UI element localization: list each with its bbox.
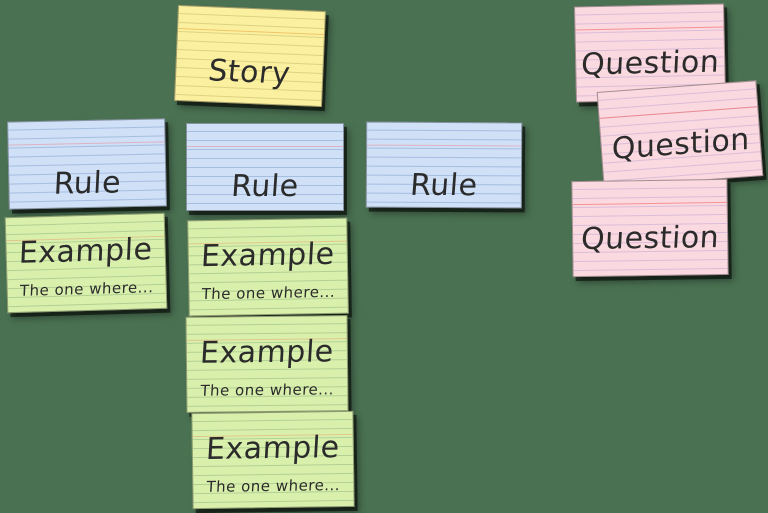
rule-card-1[interactable]: Rule	[7, 118, 167, 210]
example-card-2[interactable]: Example The one where...	[187, 217, 349, 317]
rule-card-1-title: Rule	[52, 165, 122, 202]
story-card-title: Story	[206, 53, 293, 92]
example-card-1[interactable]: Example The one where...	[4, 212, 168, 314]
header-rule-line	[572, 201, 727, 206]
example-card-2-title: Example	[200, 236, 336, 275]
question-card-1-title: Question	[580, 44, 721, 83]
rule-card-2[interactable]: Rule	[186, 123, 344, 211]
example-card-4-subtitle: The one where...	[205, 476, 341, 496]
example-card-1-title: Example	[18, 232, 154, 271]
header-rule-line	[8, 141, 165, 146]
header-rule-line	[178, 27, 324, 36]
example-card-2-subtitle: The one where...	[201, 282, 336, 304]
story-card[interactable]: Story	[174, 4, 326, 108]
header-rule-line	[599, 106, 758, 119]
rule-card-3[interactable]: Rule	[365, 121, 523, 209]
question-card-3[interactable]: Question	[571, 178, 729, 278]
example-card-4-title: Example	[205, 430, 341, 467]
rule-card-2-title: Rule	[230, 169, 300, 204]
example-card-3-subtitle: The one where...	[199, 380, 335, 400]
header-rule-line	[187, 146, 343, 147]
question-card-2[interactable]: Question	[596, 80, 764, 188]
question-card-3-title: Question	[580, 220, 721, 257]
example-card-3-title: Example	[199, 334, 335, 371]
example-card-1-subtitle: The one where...	[19, 278, 154, 300]
question-card-2-title: Question	[611, 121, 750, 168]
rule-card-3-title: Rule	[408, 167, 479, 204]
example-card-4[interactable]: Example The one where...	[191, 410, 355, 510]
example-card-3[interactable]: Example The one where...	[185, 315, 349, 413]
header-rule-line	[367, 144, 522, 147]
header-rule-line	[575, 26, 724, 31]
